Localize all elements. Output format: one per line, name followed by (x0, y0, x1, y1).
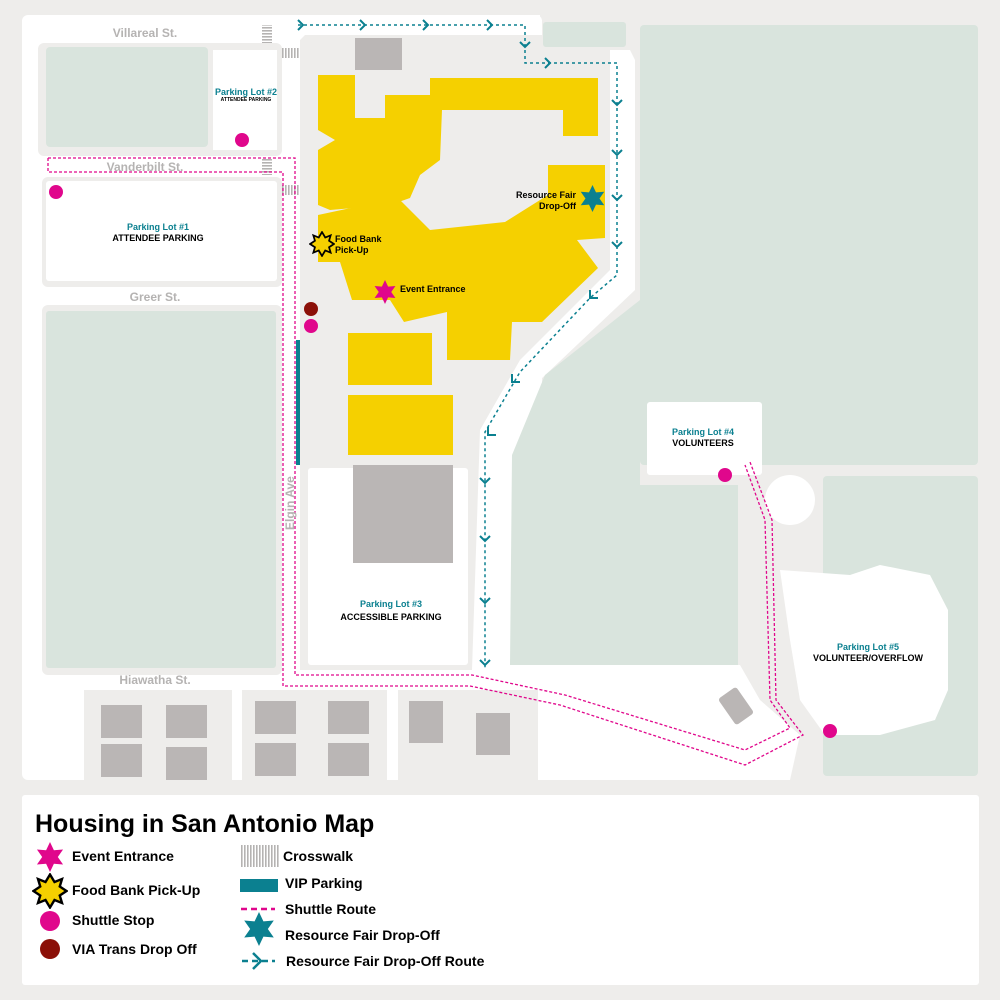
legend-title: Housing in San Antonio Map (35, 810, 375, 838)
shuttle-stop-icon[interactable] (49, 185, 63, 199)
parking-lot-4 (647, 402, 762, 475)
legend-label: Food Bank Pick-Up (72, 882, 201, 898)
magenta-star-icon (36, 842, 64, 872)
crosswalk (262, 158, 272, 175)
street-label: Vanderbilt St. (107, 160, 184, 174)
legend-label: Resource Fair Drop-Off Route (286, 953, 485, 969)
resource-fair-route (297, 19, 623, 668)
green-space (46, 311, 276, 668)
lot-desc: VOLUNTEER/OVERFLOW (813, 653, 924, 663)
parking-lot-1 (46, 181, 277, 281)
food-bank-label: Pick-Up (335, 245, 369, 255)
crosswalk (282, 48, 300, 58)
crosswalk (282, 185, 300, 195)
gray-building (718, 687, 754, 725)
shuttle-stop-icon[interactable] (235, 133, 249, 147)
lot-name: Parking Lot #2 (215, 87, 277, 97)
gray-building (355, 38, 402, 70)
legend-label: VIA Trans Drop Off (72, 941, 197, 957)
lot-desc: VOLUNTEERS (672, 438, 734, 448)
darkred-circle-icon (40, 939, 60, 959)
lot-desc: ATTENDEE PARKING (221, 97, 272, 103)
lot-name: Parking Lot #5 (837, 642, 899, 652)
lot-desc: ATTENDEE PARKING (112, 233, 203, 243)
event-entrance-label: Event Entrance (400, 284, 466, 294)
green-space (640, 25, 978, 465)
gray-building (353, 465, 453, 563)
legend-label: Shuttle Stop (72, 912, 155, 928)
magenta-circle-icon (40, 911, 60, 931)
teal-dash-arrow-icon (242, 952, 275, 970)
lot-name: Parking Lot #4 (672, 427, 734, 437)
street-label: Villareal St. (113, 26, 177, 40)
parking-lot-5 (780, 565, 948, 735)
lot-desc: ACCESSIBLE PARKING (340, 612, 441, 622)
lot-name: Parking Lot #1 (127, 222, 189, 232)
resource-fair-label: Resource Fair (516, 190, 577, 200)
food-bank-icon[interactable] (309, 231, 335, 257)
legend-icons-left (32, 842, 280, 970)
street-label: Elgin Ave (283, 476, 297, 530)
shuttle-stop-icon[interactable] (304, 319, 318, 333)
legend: Housing in San Antonio Map Event Entranc… (22, 795, 979, 985)
resource-fair-label: Drop-Off (539, 201, 577, 211)
event-buildings (318, 75, 605, 455)
teal-star-icon (244, 912, 274, 946)
legend-label: Shuttle Route (285, 901, 376, 917)
food-bank-label: Food Bank (335, 234, 382, 244)
teal-bar-icon (240, 879, 278, 892)
crosswalk-icon (240, 845, 280, 867)
shuttle-stop-icon[interactable] (823, 724, 837, 738)
green-space (510, 300, 738, 665)
lot-name: Parking Lot #3 (360, 599, 422, 609)
legend-label: VIP Parking (285, 875, 363, 891)
green-space (543, 22, 626, 47)
via-trans-drop-off-icon[interactable] (304, 302, 318, 316)
street-label: Greer St. (130, 290, 181, 304)
green-space (46, 47, 208, 147)
legend-label: Crosswalk (283, 848, 354, 864)
yellow-star-icon (32, 873, 68, 909)
crosswalk (262, 25, 272, 43)
bottom-buildings (101, 701, 510, 780)
legend-label: Event Entrance (72, 848, 174, 864)
roundabout (765, 475, 815, 525)
shuttle-stop-icon[interactable] (718, 468, 732, 482)
parking-lot-2 (213, 50, 277, 150)
shuttle-route (47, 157, 804, 766)
street-label: Hiawatha St. (119, 673, 190, 687)
vip-parking (296, 340, 300, 465)
legend-label: Resource Fair Drop-Off (285, 927, 440, 943)
